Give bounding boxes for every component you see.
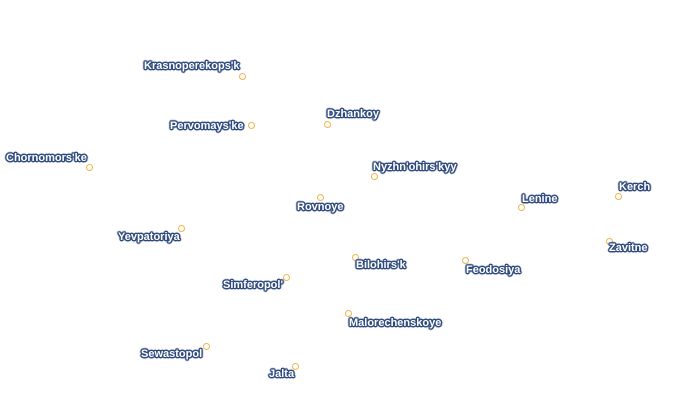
place-label: Rovnoye [297,201,344,213]
place-label: Krasnoperekops'k [144,60,240,72]
place-label: Kerch [619,181,651,193]
place-label: Yevpatoriya [118,231,180,243]
city-marker-icon [177,224,185,232]
place-label: Simferopol' [223,279,284,291]
place-label: Dzhankoy [327,108,379,120]
city-marker-icon [202,342,210,350]
city-marker-icon [370,172,378,180]
city-marker-icon [614,192,622,200]
place-label: Chornomors'ke [6,152,87,164]
city-marker-icon [85,163,93,171]
city-marker-icon [461,256,469,264]
city-marker-icon [282,273,290,281]
place-label: Malorechenskoye [349,317,442,329]
city-marker-icon [517,203,525,211]
city-marker-icon [605,237,613,245]
city-marker-icon [238,72,246,80]
place-label: Sewastopol [141,348,203,360]
city-marker-icon [344,309,352,317]
place-label: Nyzhn'ohirs'kyy [373,161,457,173]
city-marker-icon [316,193,324,201]
place-label: Lenine [522,193,558,205]
place-label: Bilohirs'k [356,259,406,271]
place-label: Jalta [269,368,295,380]
place-label: Feodosiya [466,264,521,276]
city-marker-icon [323,120,331,128]
place-label: Pervomays'ke [170,120,244,132]
place-label: Zavitne [609,242,648,254]
city-marker-icon [247,121,255,129]
city-marker-icon [291,362,299,370]
city-marker-icon [351,253,359,261]
